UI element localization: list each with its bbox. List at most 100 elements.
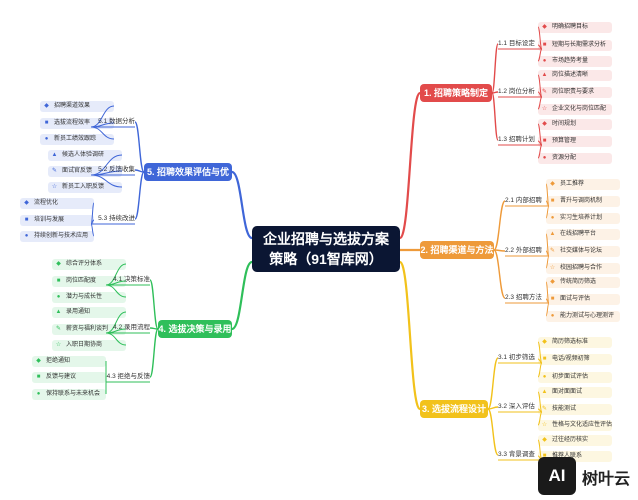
leaf-bullet-icon: ■ [542,356,547,362]
leaf-b2-s3-2[interactable]: ●能力测试与心理测评 [546,311,620,322]
leaf-b5-s3-2[interactable]: ●持续创新与技术应用 [20,231,94,242]
leaf-b4-s2-1[interactable]: ✎薪资与福利谈判 [52,324,126,335]
leaf-b3-s3-0[interactable]: ◆过往经历核实 [538,435,612,446]
leaf-label: 岗位职责与要求 [552,89,595,95]
subtopic-b3-s2[interactable]: 3.2 深入评估 [498,403,535,410]
leaf-label: 持续创新与技术应用 [34,233,89,239]
leaf-label: 预算管理 [552,138,577,144]
subtopic-b3-s1[interactable]: 3.1 初步筛选 [498,354,535,361]
leaf-b5-s2-0[interactable]: ▲候选人体验调研 [48,150,122,161]
link-center-b4 [231,260,253,331]
leaf-bullet-icon: ■ [56,278,61,284]
leaf-b1-s2-0[interactable]: ▲岗位描述清晰 [538,70,612,81]
central-topic[interactable]: 企业招聘与选拔方案策略（91智库网） [252,226,400,272]
leaf-b1-s1-1[interactable]: ■短期与长期需求分析 [538,40,612,51]
leaf-b1-s3-0[interactable]: ◆时间规划 [538,119,612,130]
leaf-b5-s2-2[interactable]: ☆新员工入职反馈 [48,182,122,193]
subtopic-b4-s2[interactable]: 4.2 录用流程 [113,324,150,331]
leaf-b1-s2-2[interactable]: ☆企业文化与岗位匹配 [538,104,612,115]
leaf-b3-s2-0[interactable]: ▲面对面面试 [538,387,612,398]
leaf-label: 明确招聘目标 [552,24,589,30]
leaf-bullet-icon: ■ [24,217,29,223]
leaf-b5-s1-0[interactable]: ◆招聘渠道效果 [40,101,114,112]
subtopic-b5-s3[interactable]: 5.3 持续改进 [98,215,135,222]
leaf-b5-s2-1[interactable]: ✎面试官反馈 [48,166,122,177]
leaf-b2-s2-1[interactable]: ✎社交媒体与论坛 [546,246,620,257]
leaf-b5-s1-2[interactable]: ●新员工绩效跟踪 [40,134,114,145]
leaf-label: 综合评分体系 [66,261,103,267]
link-b3-s3 [487,408,499,456]
leaf-b4-s1-2[interactable]: ●潜力与成长性 [52,292,126,303]
subtopic-b1-s1[interactable]: 1.1 目标设定 [498,40,535,47]
subtopic-b5-s1[interactable]: 5.1 数据分析 [98,118,135,125]
leaf-b2-s3-0[interactable]: ◆ 传统简历筛选 [546,277,620,288]
subtopic-b3-s3[interactable]: 3.3 背景调查 [498,451,535,458]
leaf-label: 录用通知 [66,309,91,315]
leaf-b3-s2-1[interactable]: ✎技能测试 [538,404,612,415]
link-leaf-b2-s3-2 [545,302,550,317]
leaf-b5-s3-1[interactable]: ■培训与发展 [20,215,94,226]
leaf-label: 企业文化与岗位匹配 [552,106,607,112]
leaf-bullet-icon: ◆ [24,200,29,206]
branch-selection-process[interactable]: 3. 选拔流程设计 [420,400,488,418]
leaf-b3-s3-1[interactable]: ■推荐人联系 [538,451,612,462]
leaf-b2-s3-1[interactable]: ■面试与评估 [546,294,620,305]
leaf-b2-s2-2[interactable]: ☆校园招聘与合作 [546,263,620,274]
link-leaf-b4-s1-2 [105,284,127,298]
leaf-label: 面试官反馈 [62,168,93,174]
leaf-bullet-icon: ● [542,155,547,161]
leaf-label: 市场趋势考量 [552,58,589,64]
leaf-b5-s3-0[interactable]: ◆流程优化 [20,198,94,209]
branch-recruitment-strategy[interactable]: 1. 招聘策略制定 [420,84,492,102]
subtopic-b4-s1[interactable]: 4.1 决策标准 [113,276,150,283]
branch-decision-hiring[interactable]: 4. 选拔决策与录用 [158,320,232,338]
link-b1-s3 [491,92,499,141]
leaf-b1-s3-1[interactable]: ■预算管理 [538,136,612,147]
leaf-b3-s2-2[interactable]: ☆性格与文化适应性评估 [538,420,612,431]
leaf-bullet-icon: ● [550,313,555,319]
subtopic-b2-s3[interactable]: 2.3 招聘方法 [505,294,542,301]
branch-channels-methods[interactable]: 2. 招聘渠道与方法 [420,241,494,259]
subtopic-b2-s2[interactable]: 2.2 外部招聘 [505,247,542,254]
leaf-b1-s1-2[interactable]: ● 市场趋势考量 [538,56,612,67]
leaf-label: 晋升与调岗机制 [560,198,603,204]
leaf-b2-s1-1[interactable]: ■晋升与调岗机制 [546,196,620,207]
leaf-b3-s1-1[interactable]: ■电话/视频初筛 [538,354,612,365]
link-leaf-b5-s3-2 [90,223,95,237]
leaf-bullet-icon: ◆ [44,103,49,109]
link-leaf-b4-s1-0 [105,263,127,286]
leaf-bullet-icon: ● [36,391,41,397]
branch-evaluation-optimization[interactable]: 5. 招聘效果评估与优化 [144,163,232,195]
subtopic-b1-s3[interactable]: 1.3 招聘计划 [498,136,535,143]
leaf-b4-s3-1[interactable]: ■反馈与建议 [32,372,106,383]
leaf-label: 传统简历筛选 [560,279,597,285]
leaf-b5-s1-1[interactable]: ■选拔流程效率 [40,118,114,129]
leaf-b1-s1-0[interactable]: ◆明确招聘目标 [538,22,612,33]
leaf-bullet-icon: ■ [542,453,547,459]
subtopic-b1-s2[interactable]: 1.2 岗位分析 [498,88,535,95]
subtopic-b2-s1[interactable]: 2.1 内部招聘 [505,197,542,204]
leaf-b3-s1-0[interactable]: ◆简历筛选标准 [538,337,612,348]
leaf-b2-s1-2[interactable]: ●实习生培养计划 [546,213,620,224]
leaf-b4-s3-0[interactable]: ◆拒绝通知 [32,356,106,367]
leaf-b4-s3-2[interactable]: ●保持联系与未来机会 [32,389,106,400]
leaf-b1-s3-2[interactable]: ●资源分配 [538,153,612,164]
link-leaf-b1-s1-2 [537,48,543,62]
leaf-bullet-icon: ◆ [550,279,555,285]
leaf-b2-s2-0[interactable]: ▲在线招聘平台 [546,229,620,240]
subtopic-b5-s2[interactable]: 5.2 反馈收集 [98,166,135,173]
leaf-b4-s2-2[interactable]: ☆入职日期协商 [52,340,126,351]
leaf-bullet-icon: ✎ [549,248,556,254]
leaf-b4-s1-0[interactable]: ◆综合评分体系 [52,259,126,270]
link-leaf-b2-s1-2 [545,205,550,219]
leaf-b4-s2-0[interactable]: ▲录用通知 [52,307,126,318]
subtopic-b4-s3[interactable]: 4.3 拒绝与反馈 [106,373,150,380]
leaf-bullet-icon: ● [542,58,547,64]
leaf-b4-s1-1[interactable]: ■岗位匹配度 [52,276,126,287]
leaf-b3-s1-2[interactable]: ●初步面试评估 [538,372,612,383]
leaf-b1-s2-1[interactable]: ✎岗位职责与要求 [538,87,612,98]
leaf-bullet-icon: ● [542,374,547,380]
leaf-b2-s1-0[interactable]: ◆员工推荐 [546,179,620,190]
leaf-bullet-icon: ◆ [542,437,547,443]
leaf-bullet-icon: ▲ [541,72,548,78]
